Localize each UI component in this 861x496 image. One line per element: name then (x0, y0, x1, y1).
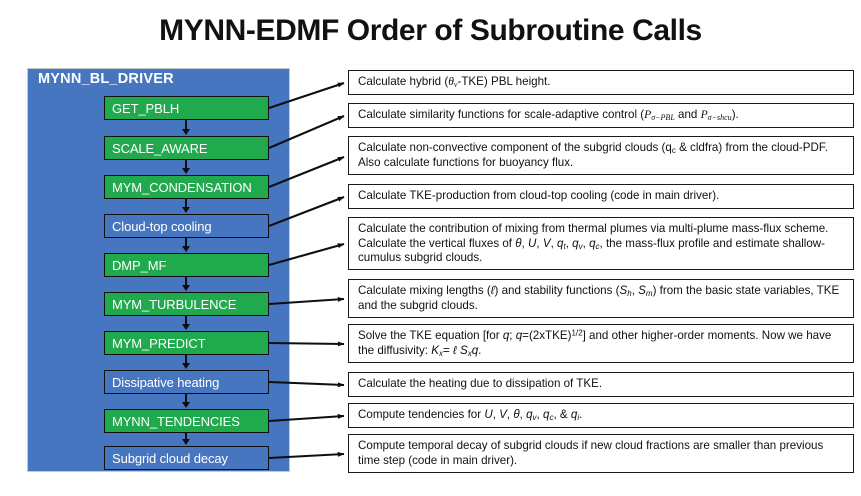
description-box-cloud-top-cooling: Calculate TKE-production from cloud-top … (348, 184, 854, 209)
flow-arrow-2 (182, 160, 190, 174)
description-text-5: Calculate the contribution of mixing fro… (358, 222, 829, 265)
description-text-7: Solve the TKE equation [for q; q=(2xTKE)… (358, 328, 832, 358)
description-box-get-pblh: Calculate hybrid (θv-TKE) PBL height. (348, 70, 854, 95)
driver-title: MYNN_BL_DRIVER (38, 71, 174, 87)
step-box-mynn-tendencies[interactable]: MYNN_TENDENCIES (104, 409, 269, 433)
flow-arrow-6 (182, 316, 190, 330)
description-text-10: Compute temporal decay of subgrid clouds… (358, 439, 824, 467)
step-box-subgrid-cloud-decay[interactable]: Subgrid cloud decay (104, 446, 269, 470)
description-text-9: Compute tendencies for U, V, θ, qv, qc, … (358, 408, 583, 423)
step-box-dissipative-heating[interactable]: Dissipative heating (104, 370, 269, 394)
description-box-mynn-tendencies: Compute tendencies for U, V, θ, qv, qc, … (348, 403, 854, 428)
step-box-cloud-top-cooling[interactable]: Cloud-top cooling (104, 214, 269, 238)
page-title: MYNN-EDMF Order of Subroutine Calls (159, 14, 702, 47)
flow-arrow-8 (182, 394, 190, 408)
description-box-mym-turbulence: Calculate mixing lengths (ℓ) and stabili… (348, 279, 854, 318)
description-box-mym-predict: Solve the TKE equation [for q; q=(2xTKE)… (348, 324, 854, 363)
description-text-6: Calculate mixing lengths (ℓ) and stabili… (358, 284, 840, 312)
step-box-mym-turbulence[interactable]: MYM_TURBULENCE (104, 292, 269, 316)
step-box-dmp-mf[interactable]: DMP_MF (104, 253, 269, 277)
description-text-3: Calculate non-convective component of th… (358, 141, 828, 169)
description-text-2: Calculate similarity functions for scale… (358, 108, 739, 123)
description-box-subgrid-cloud-decay: Compute temporal decay of subgrid clouds… (348, 434, 854, 473)
flow-arrow-3 (182, 199, 190, 213)
description-text-8: Calculate the heating due to dissipation… (358, 377, 603, 390)
flow-arrow-1 (182, 120, 190, 135)
description-box-mym-condensation: Calculate non-convective component of th… (348, 136, 854, 175)
step-box-get-pblh[interactable]: GET_PBLH (104, 96, 269, 120)
step-box-mym-condensation[interactable]: MYM_CONDENSATION (104, 175, 269, 199)
flow-arrow-9 (182, 433, 190, 445)
description-text-1: Calculate hybrid (θv-TKE) PBL height. (358, 75, 551, 90)
step-box-mym-predict[interactable]: MYM_PREDICT (104, 331, 269, 355)
description-text-4: Calculate TKE-production from cloud-top … (358, 189, 720, 202)
description-box-scale-aware: Calculate similarity functions for scale… (348, 103, 854, 128)
flow-arrow-7 (182, 355, 190, 369)
flow-arrow-4 (182, 238, 190, 252)
flow-arrow-5 (182, 277, 190, 291)
description-box-dissipative-heating: Calculate the heating due to dissipation… (348, 372, 854, 397)
description-box-dmp-mf: Calculate the contribution of mixing fro… (348, 217, 854, 270)
step-box-scale-aware[interactable]: SCALE_AWARE (104, 136, 269, 160)
